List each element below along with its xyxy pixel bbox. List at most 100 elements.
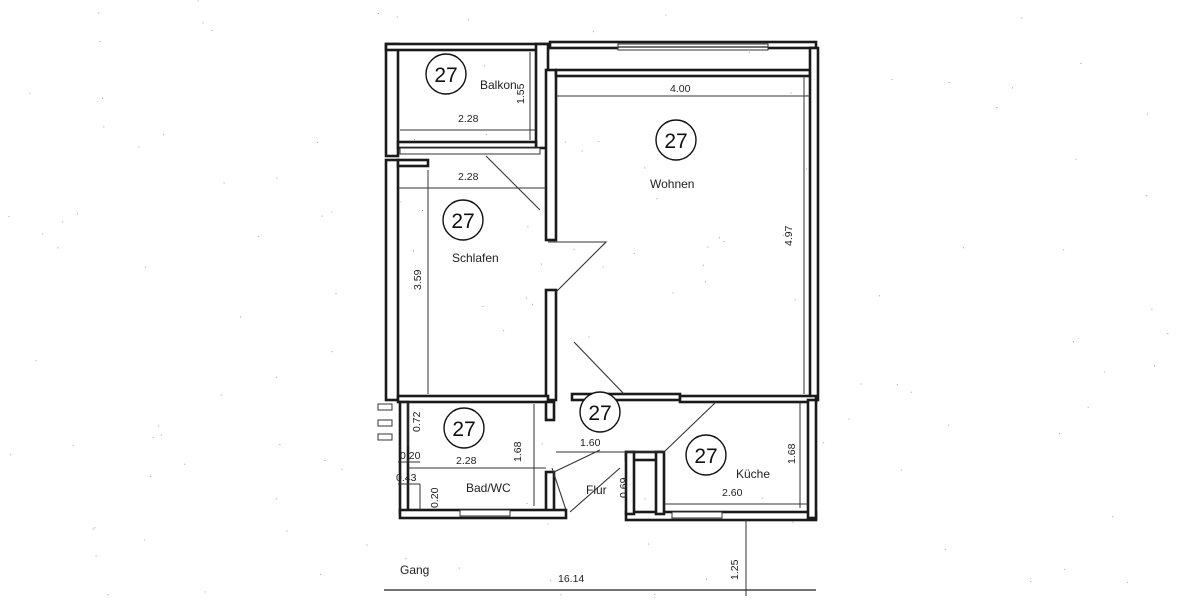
scan-speck bbox=[910, 391, 912, 393]
dim-wohnen-width: 4.00 bbox=[670, 83, 691, 95]
scan-speck bbox=[531, 303, 533, 305]
scan-speck bbox=[341, 468, 343, 470]
scan-noise bbox=[8, 0, 1169, 596]
scan-speck bbox=[138, 146, 140, 148]
scan-speck bbox=[396, 16, 398, 18]
scan-speck bbox=[62, 221, 64, 223]
scan-speck bbox=[564, 141, 566, 143]
room-label: Schlafen bbox=[452, 251, 499, 265]
dim-balkon-depth: 1.55 bbox=[515, 83, 527, 104]
scan-speck bbox=[76, 213, 78, 215]
room-number-circle bbox=[579, 391, 621, 433]
corridor-gang: Gang bbox=[400, 563, 429, 577]
scan-speck bbox=[860, 383, 862, 385]
scan-speck bbox=[823, 442, 825, 444]
scan-speck bbox=[560, 594, 562, 596]
scan-speck bbox=[654, 594, 656, 595]
scan-speck bbox=[792, 521, 794, 523]
scan-speck bbox=[1126, 581, 1128, 583]
scan-speck bbox=[647, 543, 649, 545]
room-label: Balkon bbox=[480, 78, 517, 92]
scan-speck bbox=[794, 299, 796, 301]
scan-speck bbox=[286, 530, 288, 532]
scan-speck bbox=[102, 97, 103, 99]
scan-speck bbox=[1021, 17, 1023, 19]
dim-gang-length: 16.14 bbox=[558, 573, 584, 585]
scan-speck bbox=[184, 463, 186, 465]
scan-speck bbox=[98, 12, 100, 14]
scan-speck bbox=[197, 0, 199, 2]
scan-speck bbox=[202, 22, 204, 24]
scan-speck bbox=[592, 31, 594, 33]
scan-speck bbox=[540, 263, 542, 265]
scan-speck bbox=[806, 94, 808, 96]
scan-speck bbox=[414, 139, 415, 141]
scan-speck bbox=[211, 30, 213, 31]
scan-speck bbox=[1146, 113, 1148, 115]
scan-speck bbox=[220, 394, 222, 396]
scan-speck bbox=[335, 293, 337, 294]
scan-speck bbox=[324, 460, 326, 461]
room-wohnen: 27 Wohnen bbox=[650, 119, 697, 191]
dim-kueche-width: 2.60 bbox=[722, 487, 743, 499]
scan-speck bbox=[150, 475, 152, 477]
scan-speck bbox=[320, 573, 322, 575]
scan-speck bbox=[503, 330, 505, 332]
scan-speck bbox=[1112, 516, 1114, 518]
scan-speck bbox=[72, 444, 74, 446]
scan-speck bbox=[331, 351, 333, 353]
scan-speck bbox=[57, 247, 59, 249]
scan-speck bbox=[1151, 308, 1153, 310]
room-number-circle bbox=[655, 119, 697, 161]
dim-kueche-depth: 1.68 bbox=[786, 443, 798, 464]
scan-speck bbox=[1087, 406, 1089, 408]
room-label: Gang bbox=[400, 563, 429, 577]
scan-speck bbox=[163, 134, 165, 136]
scan-speck bbox=[706, 578, 707, 580]
scan-speck bbox=[1058, 433, 1060, 435]
scan-speck bbox=[204, 591, 206, 593]
scan-speck bbox=[92, 528, 94, 530]
scan-speck bbox=[316, 142, 318, 143]
scan-speck bbox=[276, 177, 278, 179]
scan-speck bbox=[944, 548, 946, 550]
scan-speck bbox=[107, 594, 109, 596]
room-number: 27 bbox=[452, 418, 475, 441]
scan-speck bbox=[705, 281, 706, 283]
scan-speck bbox=[29, 92, 31, 94]
scan-speck bbox=[723, 241, 725, 242]
scan-speck bbox=[8, 215, 10, 217]
room-balkon: 27 Balkon bbox=[425, 53, 517, 95]
scan-speck bbox=[103, 126, 105, 128]
scan-speck bbox=[665, 14, 667, 16]
scan-speck bbox=[525, 297, 527, 299]
scan-speck bbox=[782, 234, 784, 236]
scan-speck bbox=[366, 544, 368, 546]
scan-speck bbox=[707, 246, 709, 248]
scan-speck bbox=[948, 424, 950, 426]
scan-speck bbox=[1104, 371, 1106, 373]
dim-bad-width: 2.28 bbox=[456, 455, 477, 467]
room-flur: 27 Flur bbox=[579, 391, 621, 497]
dimension-lines bbox=[398, 52, 810, 596]
scan-speck bbox=[588, 336, 590, 338]
scan-speck bbox=[1080, 62, 1082, 64]
scan-speck bbox=[99, 41, 101, 42]
room-number: 27 bbox=[434, 64, 457, 87]
scan-speck bbox=[878, 295, 880, 297]
scan-speck bbox=[258, 236, 260, 238]
scan-speck bbox=[160, 434, 162, 436]
scan-speck bbox=[158, 425, 160, 427]
scan-speck bbox=[1064, 568, 1066, 570]
scan-speck bbox=[240, 316, 242, 318]
scan-speck bbox=[468, 19, 470, 21]
scan-speck bbox=[400, 201, 402, 203]
scan-speck bbox=[762, 497, 764, 499]
dim-bad-small-d: 0.20 bbox=[429, 487, 441, 508]
scan-speck bbox=[1075, 158, 1077, 160]
scan-speck bbox=[891, 79, 893, 81]
scan-speck bbox=[1030, 581, 1032, 582]
scan-speck bbox=[672, 292, 674, 294]
scan-speck bbox=[1154, 365, 1155, 367]
dim-bad-depth: 1.68 bbox=[512, 441, 524, 462]
